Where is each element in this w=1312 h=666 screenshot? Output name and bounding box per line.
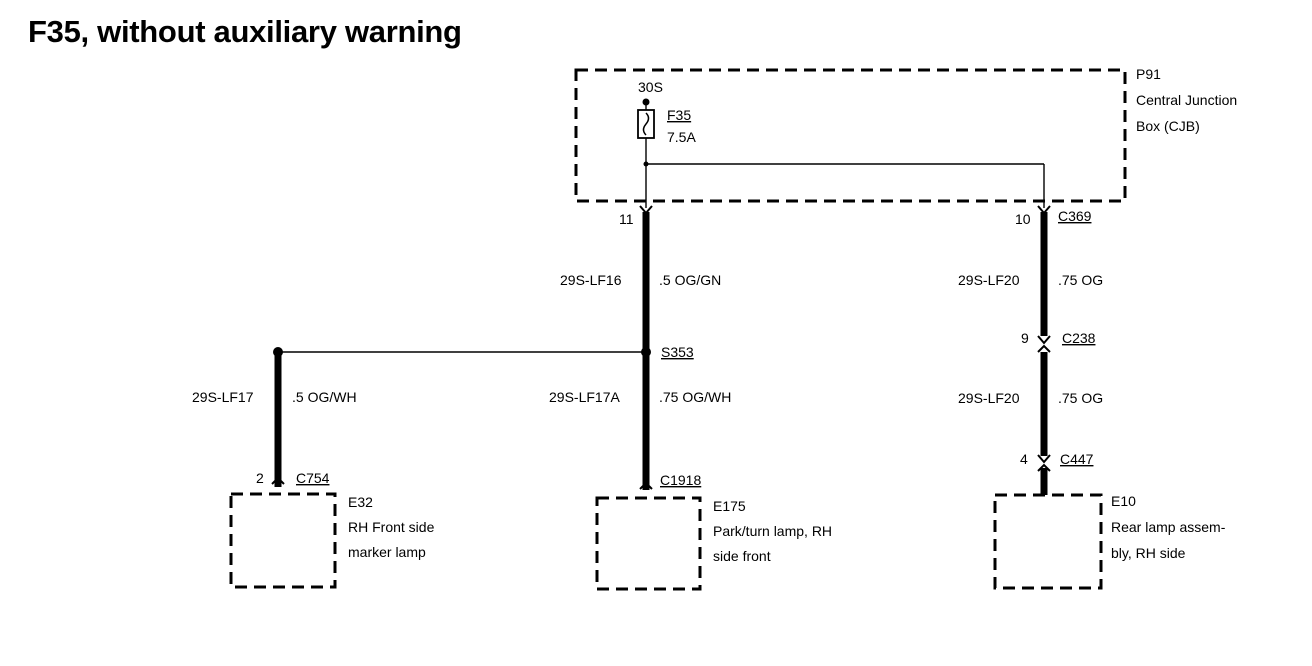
e175-line2: side front bbox=[713, 548, 771, 564]
e10-outline bbox=[993, 493, 1103, 590]
wire-lf16-circuit: 29S-LF16 bbox=[560, 272, 622, 288]
e175-outline bbox=[595, 496, 702, 591]
wire-lf17a-circuit: 29S-LF17A bbox=[549, 389, 620, 405]
e175-line1: Park/turn lamp, RH bbox=[713, 523, 832, 539]
e32-line1: RH Front side bbox=[348, 519, 435, 535]
c1918-pin-icon bbox=[639, 481, 653, 490]
e32-outline bbox=[229, 492, 337, 589]
fuse-circuit-label: 30S bbox=[638, 79, 663, 95]
splice-s353-label: S353 bbox=[661, 344, 694, 360]
c754-label: C754 bbox=[296, 470, 330, 486]
fuse-rating: 7.5A bbox=[667, 129, 696, 145]
e175-id: E175 bbox=[713, 498, 746, 514]
c447-male-icon bbox=[1037, 454, 1051, 464]
c447-pin: 4 bbox=[1020, 451, 1028, 467]
c754-pin-icon bbox=[271, 476, 285, 485]
wire-lf17a-spec: .75 OG/WH bbox=[659, 389, 731, 405]
wire-lf20b-spec: .75 OG bbox=[1058, 390, 1103, 406]
wire-lf16-spec: .5 OG/GN bbox=[659, 272, 721, 288]
c238-female-icon bbox=[1037, 344, 1051, 353]
wire-lf17-spec: .5 OG/WH bbox=[292, 389, 357, 405]
c369-label: C369 bbox=[1058, 208, 1092, 224]
wire-lf20b-circuit: 29S-LF20 bbox=[958, 390, 1020, 406]
cjb-outline bbox=[574, 68, 1127, 203]
e10-id: E10 bbox=[1111, 493, 1136, 509]
diagram-title: F35, without auxiliary warning bbox=[28, 14, 462, 49]
e10-line1: Rear lamp assem- bbox=[1111, 519, 1226, 535]
e10-line2: bly, RH side bbox=[1111, 545, 1186, 561]
c238-male-icon bbox=[1037, 335, 1051, 345]
c447-label: C447 bbox=[1060, 451, 1094, 467]
fuse-id: F35 bbox=[667, 107, 691, 123]
cjb-name-line2: Box (CJB) bbox=[1136, 118, 1200, 134]
e32-id: E32 bbox=[348, 494, 373, 510]
cjb-name-line1: Central Junction bbox=[1136, 92, 1237, 108]
c238-pin: 9 bbox=[1021, 330, 1029, 346]
c238-label: C238 bbox=[1062, 330, 1096, 346]
fuse-element-icon bbox=[642, 112, 650, 136]
wire-lf20a-spec: .75 OG bbox=[1058, 272, 1103, 288]
c754-pin: 2 bbox=[256, 470, 264, 486]
wire-lf17-circuit: 29S-LF17 bbox=[192, 389, 254, 405]
c447-female-icon bbox=[1037, 463, 1051, 472]
c369-pin-right: 10 bbox=[1015, 211, 1031, 227]
c1918-label: C1918 bbox=[660, 472, 701, 488]
wire-lf20a-circuit: 29S-LF20 bbox=[958, 272, 1020, 288]
e32-line2: marker lamp bbox=[348, 544, 426, 560]
cjb-id: P91 bbox=[1136, 66, 1161, 82]
c369-pin-left: 11 bbox=[619, 211, 634, 227]
